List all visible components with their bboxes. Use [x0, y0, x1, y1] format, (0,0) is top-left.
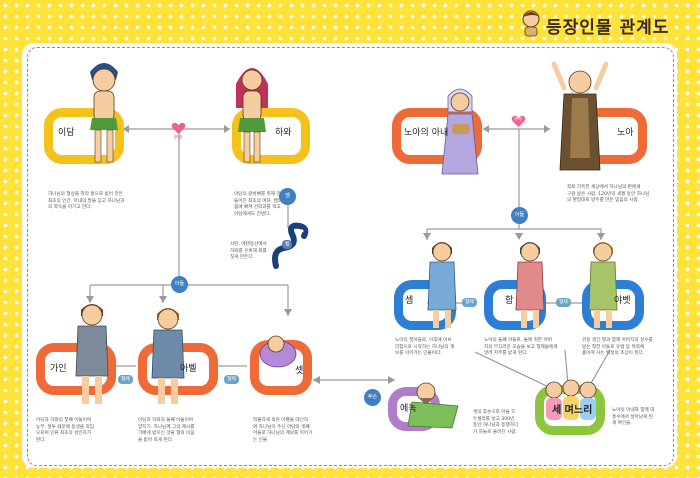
descendant-marker: 후손: [364, 389, 381, 406]
noah-name: 노아: [617, 128, 634, 138]
serpent-figure: [272, 222, 309, 269]
seth-desc: 억울하게 죽은 아벨을 대신하 여 하나님이 주신 아담의 셋째 아들로 하나님…: [253, 418, 313, 443]
japheth-desc: 관용 생긴 형과 함께 아버지의 실수를 덮는 착한 아들로 유럽 등 북쪽에 …: [582, 338, 653, 357]
noah-wife-name: 노아의 아내: [404, 128, 449, 138]
noah-wife-ring: [392, 108, 482, 164]
adam-eve-heart-icon: 부부: [171, 121, 186, 141]
eve-figure: [236, 68, 268, 163]
noah-wife-figure: [441, 88, 479, 175]
adam-name: 이담: [58, 128, 75, 138]
adam-desc: 하나님의 형상을 따라 흙으로 빚어 만든 최초의 인간. 아내의 말을 듣고 …: [48, 192, 125, 211]
adam-figure: [90, 63, 118, 163]
ham-desc: 노아의 둘째 아들로, 술에 취한 아버 지의 부끄러운 모습을 보고 형제들에…: [484, 338, 558, 357]
eve-ring: [232, 108, 310, 164]
shem-name: 셈: [405, 296, 414, 306]
cain-ring: [36, 343, 116, 395]
abel-desc: 아담과 하와의 둘째 아들이며 양치기. 하나님께 그의 제사를 기뻐게 받으신…: [138, 418, 195, 443]
cain-name: 가인: [50, 364, 67, 374]
page-title: 등장인물 관계도: [546, 18, 670, 38]
abel-figure: [151, 308, 185, 404]
enoch-desc: 셋의 후손으로 아들 므 두셀라를 낳고 300년 동안 하나님과 동행하다 가…: [473, 410, 519, 435]
shem-ham-relation: 형제: [462, 298, 477, 307]
cartoon-boy-icon: [522, 10, 540, 37]
noah-figure: [551, 61, 609, 171]
ham-japheth-relation: 형제: [556, 298, 571, 307]
noah-desc: 죄로 가득한 세상에서 하나님의 판에게 구원 받은 사람. 120년의 세월 …: [567, 185, 650, 204]
serpent-tag: 뱀: [282, 240, 293, 249]
seth-name: 셋: [295, 366, 304, 376]
noah-couple-relation: 부부: [513, 118, 523, 123]
enoch-name: 에녹: [400, 404, 417, 414]
adam-eve-relation: 부부: [173, 136, 183, 141]
noah-couple-heart-icon: 부부: [511, 114, 526, 129]
shem-figure: [427, 242, 457, 328]
eve-name: 하와: [275, 128, 292, 138]
serpent-desc: 사탄. 에덴동산에서 하와를 유혹해 죄를 짓게 만든다.: [230, 242, 267, 261]
adam-ring: [44, 108, 124, 164]
sons-marker-right: 아들: [511, 207, 528, 224]
eve-desc: 아담의 갈비뼈를 취해 만 들어진 최초의 여자. 뱀의 꾐에 빠져 선악과를 …: [234, 192, 283, 217]
seth-baby-figure: [259, 335, 297, 368]
ham-figure: [515, 242, 545, 328]
shem-desc: 노아의 첫아들로, 이후에 아브 라함으로 시작하는 하나님의 계 보를 이어가…: [395, 338, 455, 357]
chart-border: [27, 47, 674, 466]
cain-abel-relation: 형제: [118, 375, 133, 384]
enoch-figure: [407, 382, 459, 429]
cain-figure: [75, 304, 109, 404]
abel-name: 아벨: [180, 364, 197, 374]
japheth-figure: [588, 242, 618, 328]
ham-name: 함: [505, 296, 514, 306]
abel-seth-relation: 형제: [224, 375, 239, 384]
daughters-figure: [545, 379, 597, 420]
japheth-name: 야벳: [614, 296, 631, 306]
cain-desc: 아담과 하와의 첫째 아들이며 농부. 질투 때문에 동생을 죽임 으로써 인류…: [36, 418, 95, 443]
sons-marker-left: 아들: [171, 276, 188, 293]
eve-serpent-marker: 뱀: [279, 188, 296, 205]
daughters-name: 세 며느리: [552, 405, 593, 416]
daughters-desc: 노아의 아내와 함께 대 홍수에서 살아남게 된 세 여인들.: [612, 408, 655, 427]
